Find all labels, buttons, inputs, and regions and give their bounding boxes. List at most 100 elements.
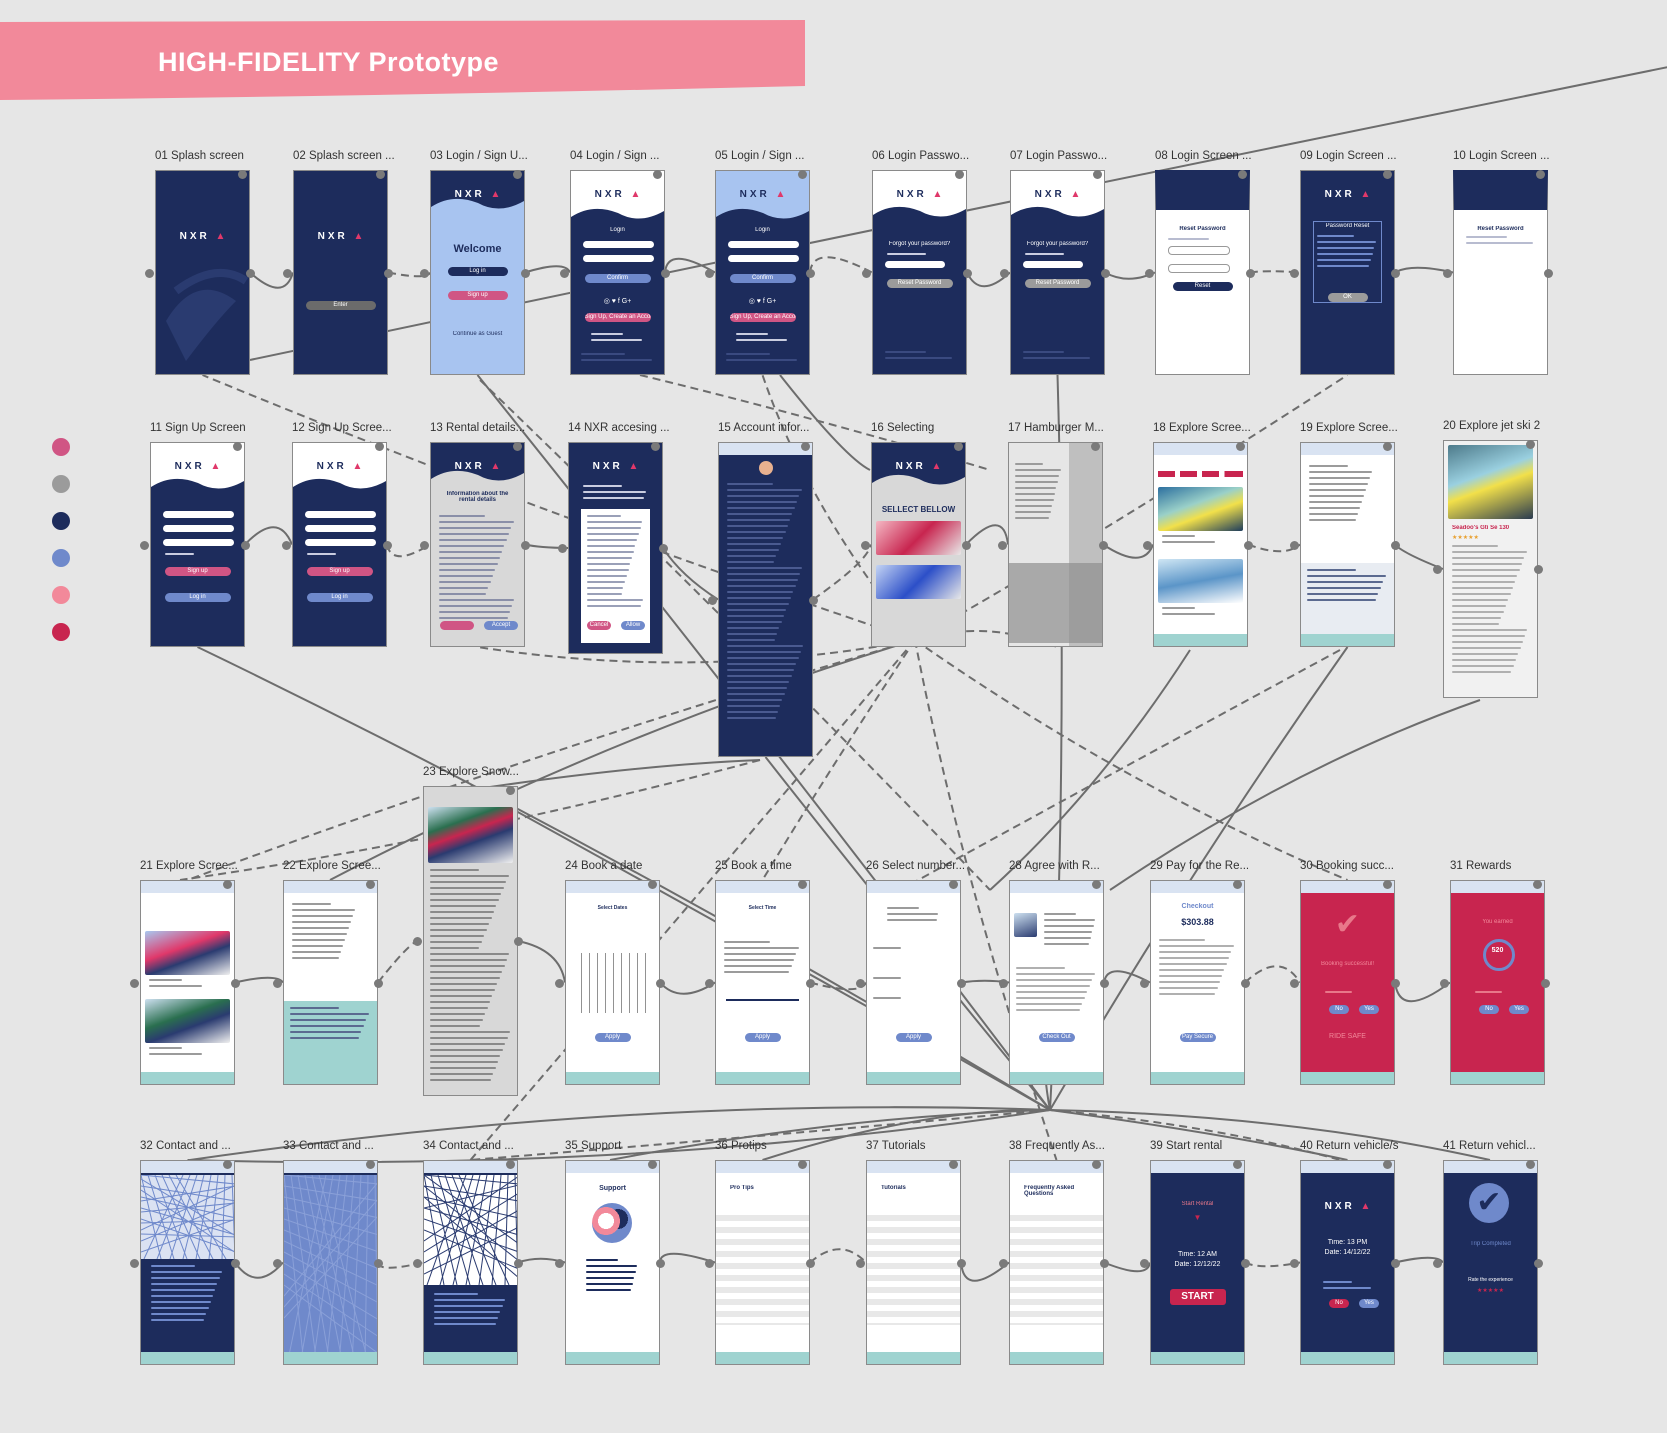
input-field[interactable] <box>728 255 799 262</box>
bottom-nav-bar[interactable] <box>867 1072 960 1084</box>
connector-handle[interactable] <box>1244 540 1253 550</box>
connector-handle[interactable] <box>375 442 384 451</box>
calendar-grid[interactable] <box>574 953 651 1013</box>
connector-handle[interactable] <box>521 540 530 550</box>
no-button[interactable]: No <box>1329 1299 1349 1308</box>
yes-button[interactable]: Yes <box>1509 1005 1529 1014</box>
start-button[interactable]: START <box>1169 1289 1226 1305</box>
primary-button[interactable]: Check Out <box>1038 1033 1075 1042</box>
connector-handle[interactable] <box>140 540 149 550</box>
input-field[interactable] <box>583 255 654 262</box>
connector-handle[interactable] <box>374 1258 383 1268</box>
filter-chips[interactable] <box>1158 471 1243 477</box>
connector-handle[interactable] <box>963 268 972 278</box>
connector-handle[interactable] <box>708 595 717 605</box>
yes-button[interactable]: Yes <box>1359 1005 1379 1014</box>
connector-handle[interactable] <box>514 937 523 946</box>
connector-handle[interactable] <box>555 1258 564 1268</box>
connector-handle[interactable] <box>1541 978 1550 988</box>
bottom-nav-bar[interactable] <box>141 1352 234 1364</box>
allow-button[interactable]: Allow <box>621 621 645 630</box>
bottom-nav-bar[interactable] <box>566 1072 659 1084</box>
connector-handle[interactable] <box>374 978 383 988</box>
map-view[interactable] <box>284 1175 378 1365</box>
bottom-nav-bar[interactable] <box>1451 1072 1544 1084</box>
connector-handle[interactable] <box>648 1160 657 1169</box>
artboard[interactable]: 33 Contact and ... <box>283 1140 378 1365</box>
map-view[interactable] <box>141 1175 235 1259</box>
connector-handle[interactable] <box>661 268 670 278</box>
connector-handle[interactable] <box>955 170 964 179</box>
connector-handle[interactable] <box>1391 1258 1400 1268</box>
connector-handle[interactable] <box>806 978 815 988</box>
connector-handle[interactable] <box>223 1160 232 1169</box>
connector-handle[interactable] <box>413 1258 422 1268</box>
input-field[interactable] <box>305 511 376 518</box>
artboard[interactable]: 30 Booking succ...✔Booking successful!RI… <box>1300 860 1395 1085</box>
connector-handle[interactable] <box>998 540 1007 550</box>
connector-handle[interactable] <box>283 268 292 278</box>
artboard[interactable]: 18 Explore Scree... <box>1153 422 1251 647</box>
input-field[interactable] <box>1168 246 1230 255</box>
connector-handle[interactable] <box>1544 268 1553 278</box>
connector-handle[interactable] <box>705 1258 714 1268</box>
connector-handle[interactable] <box>1101 268 1110 278</box>
connector-handle[interactable] <box>383 540 392 550</box>
bottom-nav-bar[interactable] <box>1301 1072 1394 1084</box>
bottom-nav-bar[interactable] <box>1301 1352 1394 1364</box>
bottom-nav-bar[interactable] <box>284 1352 377 1364</box>
artboard[interactable]: 23 Explore Snow... <box>423 766 519 1096</box>
connector-handle[interactable] <box>801 442 810 451</box>
connector-handle[interactable] <box>1091 442 1100 451</box>
connector-handle[interactable] <box>1433 1258 1442 1268</box>
connector-handle[interactable] <box>1100 1258 1109 1268</box>
bottom-nav-bar[interactable] <box>1301 634 1394 646</box>
input-field[interactable] <box>885 261 945 268</box>
artboard[interactable]: 21 Explore Scree... <box>140 860 238 1085</box>
connector-handle[interactable] <box>1000 268 1009 278</box>
connector-handle[interactable] <box>1246 268 1255 278</box>
secondary-button[interactable]: Sign Up, Create an Account <box>584 313 651 322</box>
connector-handle[interactable] <box>856 978 865 988</box>
secondary-button[interactable]: Log in <box>164 593 231 602</box>
connector-handle[interactable] <box>1383 1160 1392 1169</box>
connector-handle[interactable] <box>1140 1258 1149 1268</box>
input-field[interactable] <box>728 241 799 248</box>
primary-button[interactable]: Confirm <box>584 274 651 283</box>
connector-handle[interactable] <box>1433 565 1442 574</box>
connector-handle[interactable] <box>145 268 154 278</box>
bottom-nav-bar[interactable] <box>1444 1352 1537 1364</box>
connector-handle[interactable] <box>656 978 665 988</box>
primary-button[interactable]: Sign up <box>164 567 231 576</box>
connector-handle[interactable] <box>366 1160 375 1169</box>
connector-handle[interactable] <box>962 540 971 550</box>
artboard[interactable]: 26 Select number...Apply <box>866 860 965 1085</box>
primary-button[interactable]: Sign up <box>306 567 373 576</box>
bottom-nav-bar[interactable] <box>867 1352 960 1364</box>
connector-handle[interactable] <box>798 1160 807 1169</box>
decline-button[interactable] <box>440 621 474 630</box>
input-field[interactable] <box>305 539 376 546</box>
secondary-button[interactable]: Enter <box>305 301 376 310</box>
list[interactable] <box>1010 1215 1103 1325</box>
connector-handle[interactable] <box>705 978 714 988</box>
time-slider[interactable] <box>726 999 799 1001</box>
input-field[interactable] <box>305 525 376 532</box>
input-field[interactable] <box>1168 264 1230 273</box>
artboard[interactable]: 10 Login Screen ...NXR ▲Reset Password <box>1453 150 1550 375</box>
connector-handle[interactable] <box>999 978 1008 988</box>
